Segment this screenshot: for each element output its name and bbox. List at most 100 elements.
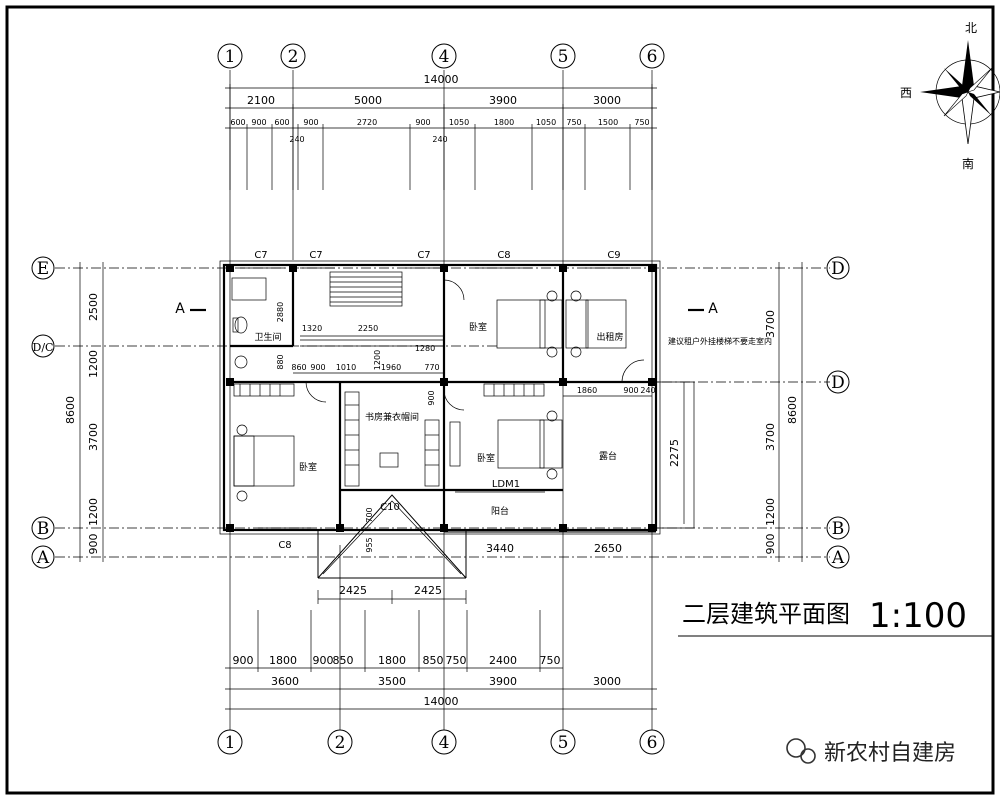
doors bbox=[305, 279, 645, 411]
drawing-title: 二层建筑平面图 bbox=[682, 600, 850, 628]
svg-text:2425: 2425 bbox=[339, 584, 367, 597]
axis-bottom-5: 5 bbox=[558, 733, 569, 753]
svg-text:750: 750 bbox=[446, 654, 467, 667]
svg-text:900: 900 bbox=[427, 390, 436, 405]
svg-text:1200: 1200 bbox=[764, 498, 777, 526]
svg-text:900: 900 bbox=[623, 386, 638, 395]
building-walls bbox=[219, 260, 661, 535]
room-terrace: 露台 bbox=[599, 450, 617, 462]
svg-text:900: 900 bbox=[310, 363, 325, 372]
section-marks: A A bbox=[175, 301, 718, 317]
svg-text:955: 955 bbox=[365, 537, 374, 552]
window-c7-3: C7 bbox=[417, 250, 430, 261]
svg-text:2650: 2650 bbox=[594, 542, 622, 555]
section-a-left: A bbox=[175, 301, 185, 317]
axis-left-a: A bbox=[36, 548, 50, 568]
axis-bottom-6: 6 bbox=[647, 733, 658, 753]
svg-text:1800: 1800 bbox=[494, 118, 514, 127]
room-bed-nw: 卧室 bbox=[477, 452, 495, 464]
axis-left-dc: D/C bbox=[33, 341, 54, 354]
axis-left-b: B bbox=[37, 519, 50, 539]
svg-text:5000: 5000 bbox=[354, 94, 382, 107]
svg-text:2275: 2275 bbox=[668, 439, 681, 467]
room-rental: 出租房 bbox=[596, 331, 623, 343]
room-bed-sw: 卧室 bbox=[299, 461, 317, 473]
svg-text:770: 770 bbox=[424, 363, 439, 372]
svg-text:2720: 2720 bbox=[357, 118, 377, 127]
svg-text:240: 240 bbox=[432, 135, 447, 144]
svg-text:900: 900 bbox=[764, 534, 777, 555]
svg-text:3900: 3900 bbox=[489, 94, 517, 107]
room-study: 书房兼衣帽间 bbox=[365, 411, 419, 423]
svg-text:700: 700 bbox=[365, 507, 374, 522]
window-c8-2: C8 bbox=[278, 540, 291, 551]
svg-text:3600: 3600 bbox=[271, 675, 299, 688]
svg-text:1960: 1960 bbox=[381, 363, 401, 372]
svg-text:900: 900 bbox=[87, 534, 100, 555]
axis-top-1: 1 bbox=[225, 47, 236, 67]
svg-text:1050: 1050 bbox=[449, 118, 469, 127]
section-a-right: A bbox=[708, 301, 718, 317]
axis-left-e: E bbox=[37, 259, 49, 279]
svg-text:2250: 2250 bbox=[358, 324, 378, 333]
top-total-dim: 14000 bbox=[424, 73, 459, 86]
bathroom-fixtures: 卫生间 bbox=[231, 277, 282, 369]
room-bed-mid: 卧室 bbox=[469, 321, 487, 333]
svg-text:14000: 14000 bbox=[424, 695, 459, 708]
svg-text:3900: 3900 bbox=[489, 675, 517, 688]
window-c8-1: C8 bbox=[497, 250, 510, 261]
axis-top-4: 4 bbox=[439, 47, 450, 67]
axis-bottom-2: 2 bbox=[335, 733, 346, 753]
room-bath: 卫生间 bbox=[254, 331, 281, 343]
svg-text:3000: 3000 bbox=[593, 94, 621, 107]
svg-text:600: 600 bbox=[274, 118, 289, 127]
compass-south: 南 bbox=[962, 156, 974, 171]
svg-text:1320: 1320 bbox=[302, 324, 322, 333]
svg-text:750: 750 bbox=[634, 118, 649, 127]
watermark-text: 新农村自建房 bbox=[824, 741, 956, 766]
svg-text:8600: 8600 bbox=[64, 396, 77, 424]
svg-text:3700: 3700 bbox=[87, 423, 100, 451]
structural-columns bbox=[226, 264, 656, 532]
svg-text:1010: 1010 bbox=[336, 363, 356, 372]
svg-text:900: 900 bbox=[415, 118, 430, 127]
svg-text:900: 900 bbox=[233, 654, 254, 667]
svg-text:240: 240 bbox=[289, 135, 304, 144]
svg-text:2425: 2425 bbox=[414, 584, 442, 597]
window-c9: C9 bbox=[607, 250, 620, 261]
svg-text:3700: 3700 bbox=[764, 423, 777, 451]
svg-text:900: 900 bbox=[251, 118, 266, 127]
door-ldm1: LDM1 bbox=[492, 479, 520, 490]
svg-text:1200: 1200 bbox=[87, 350, 100, 378]
axis-top-5: 5 bbox=[558, 47, 569, 67]
svg-text:3000: 3000 bbox=[593, 675, 621, 688]
axis-bottom-4: 4 bbox=[439, 733, 450, 753]
svg-text:1200: 1200 bbox=[87, 498, 100, 526]
left-dimensions: 8600 2500 1200 3700 1200 900 bbox=[64, 262, 104, 562]
svg-text:2880: 2880 bbox=[276, 302, 285, 322]
svg-text:3700: 3700 bbox=[764, 310, 777, 338]
axis-top-6: 6 bbox=[647, 47, 658, 67]
axis-right-a: A bbox=[831, 548, 845, 568]
terrace: 露台 bbox=[599, 381, 695, 529]
svg-text:240: 240 bbox=[640, 386, 655, 395]
study-room: 书房兼衣帽间 bbox=[365, 411, 419, 468]
svg-text:1280: 1280 bbox=[415, 344, 435, 353]
svg-text:1800: 1800 bbox=[378, 654, 406, 667]
bed-mid-south: 卧室 bbox=[477, 410, 563, 480]
bed-sw: 卧室 bbox=[233, 424, 317, 502]
watermark: 新农村自建房 bbox=[786, 738, 956, 766]
svg-text:600: 600 bbox=[230, 118, 245, 127]
svg-text:2100: 2100 bbox=[247, 94, 275, 107]
balcony: 3440 2650 阳台 LDM1 bbox=[444, 479, 656, 555]
bed-rental: 出租房 bbox=[565, 290, 627, 358]
svg-text:880: 880 bbox=[276, 354, 285, 369]
bed-nw: 卧室 bbox=[469, 290, 563, 358]
svg-text:860: 860 bbox=[291, 363, 306, 372]
svg-text:750: 750 bbox=[566, 118, 581, 127]
title-block: 二层建筑平面图 1:100 bbox=[678, 596, 993, 637]
svg-text:1050: 1050 bbox=[536, 118, 556, 127]
svg-text:3500: 3500 bbox=[378, 675, 406, 688]
drawing-scale: 1:100 bbox=[869, 596, 967, 636]
